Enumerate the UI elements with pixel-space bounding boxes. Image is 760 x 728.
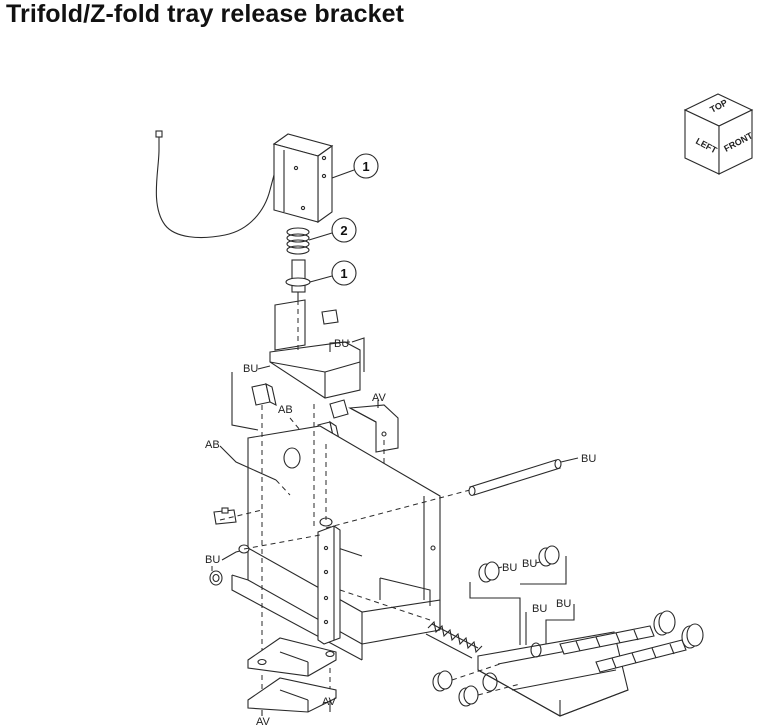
svg-text:BU: BU [243,363,258,375]
shaft: BU [468,453,596,497]
roller-shaft-lower [595,623,704,673]
av-bracket: AV [348,392,399,580]
svg-text:BU: BU [522,558,537,570]
label-av-bottom-right: AV [322,696,337,712]
svg-text:AB: AB [278,404,293,416]
slider-block [329,399,349,419]
end-rollers [432,663,521,707]
knob-side [209,570,223,586]
solenoid-mount-bracket [269,299,361,399]
svg-text:AV: AV [372,392,387,404]
lower-bracket-1 [247,637,337,677]
plunger [285,259,311,300]
callout-1-solenoid: 1 [331,153,379,179]
orientation-cube: TOP LEFT FRONT [683,93,755,175]
svg-text:1: 1 [340,266,347,281]
large-spring [425,620,483,659]
roller-shaft-upper [559,610,676,655]
label-bu-left: BU [231,363,271,431]
callout-1-plunger: 1 [309,260,357,286]
svg-text:BU: BU [502,562,517,574]
callout-2-spring: 2 [308,217,357,243]
solenoid [272,133,334,224]
page-title: Trifold/Z-fold tray release bracket [6,0,405,28]
svg-text:1: 1 [362,159,369,174]
lower-bracket-2 [247,677,337,713]
svg-text:BU: BU [532,603,547,615]
clip-left [251,382,277,407]
solenoid-wire [155,130,279,239]
svg-text:BU: BU [205,554,220,566]
label-bu-top: BU [329,337,365,372]
svg-text:BU: BU [556,598,571,610]
idler-rollers: BU BU BU BU [469,545,575,652]
svg-text:BU: BU [581,453,596,465]
spring [286,227,310,255]
label-av-bottom: AV [256,710,271,728]
label-ab-left: AB [205,439,291,496]
svg-text:AV: AV [322,696,337,708]
svg-text:2: 2 [340,223,347,238]
svg-text:AV: AV [256,716,271,728]
svg-text:AB: AB [205,439,220,451]
svg-text:BU: BU [334,338,349,350]
label-bu-side: BU [205,544,250,574]
clip-side [213,507,237,525]
slide-rail [317,517,341,645]
